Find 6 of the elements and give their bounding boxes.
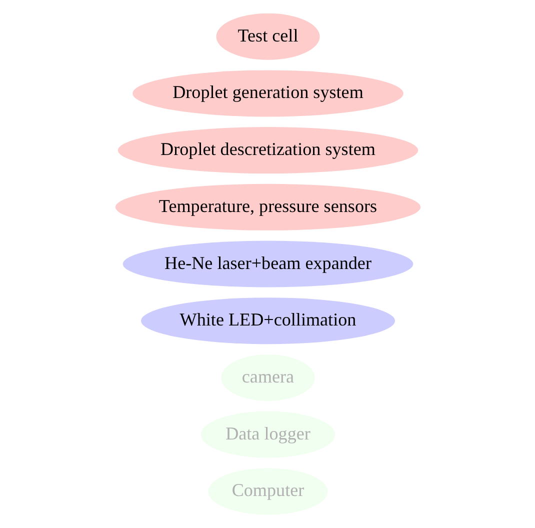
node-ellipse: Droplet generation system (132, 70, 403, 117)
node-ellipse: He-Ne laser+beam expander (122, 240, 413, 288)
node-ellipse: Test cell (216, 13, 320, 60)
node-ellipse: White LED+collimation (140, 298, 394, 344)
node-ellipse: Droplet descretization system (117, 127, 418, 174)
node-ellipse: Temperature, pressure sensors (114, 184, 420, 230)
